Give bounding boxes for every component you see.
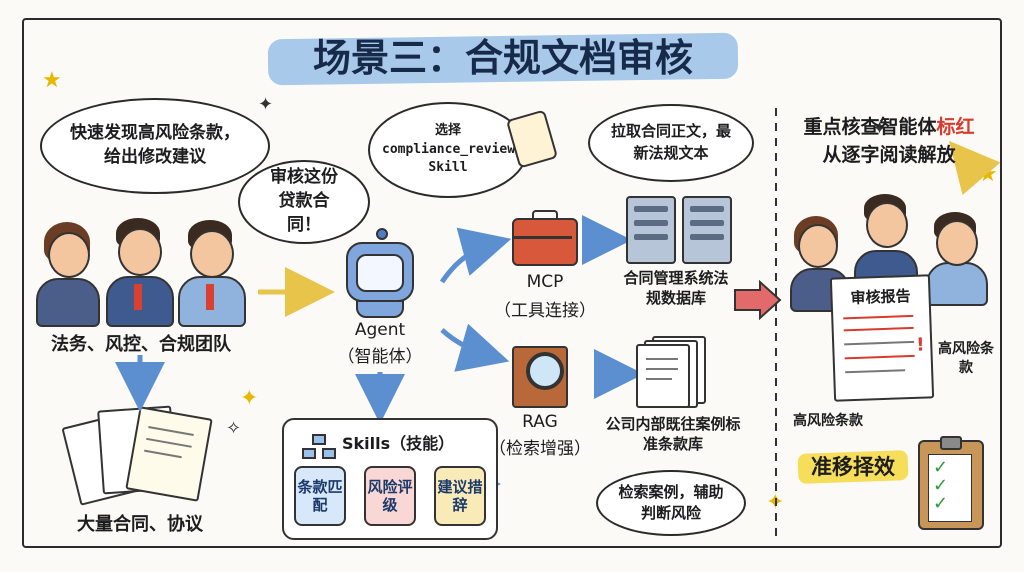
speech-bubble-rag: 检索案例，辅助判断风险 [596, 470, 746, 536]
report-line-flagged [843, 314, 914, 320]
rag-target-label: 公司内部既往案例标准条款库 [605, 415, 741, 454]
speech-cloud-requirements: 快速发现高风险条款，给出修改建议 [40, 98, 270, 194]
text-line [646, 358, 678, 360]
arrow-headline-to-team [948, 140, 1001, 196]
toolbox-handle [532, 210, 558, 220]
clipboard-paper: ✓ ✓ ✓ [928, 454, 972, 522]
skill-risk-rating: 风险评级 [364, 466, 416, 526]
arrow-to-result [734, 279, 782, 321]
person-head [866, 202, 908, 248]
mcp-speech-text: 拉取合同正文，最新法规文本 [610, 122, 731, 162]
server-icon [626, 196, 676, 264]
person-head [936, 220, 978, 266]
toolbox-icon [512, 210, 578, 266]
person-head [48, 232, 90, 278]
toolbox-band [514, 236, 572, 239]
robot-face [356, 254, 404, 292]
skill-suggested-wording: 建议措辞 [434, 466, 486, 526]
org-node [322, 448, 336, 459]
headline-highlight: 标红 [936, 116, 975, 138]
person-tie [206, 284, 214, 310]
sparkle-icon: ✦ [258, 94, 274, 115]
skills-panel: Skills（技能） 条款匹配 风险评级 建议措辞 [282, 418, 498, 540]
diagram-frame [22, 18, 1002, 548]
org-node [302, 448, 316, 459]
check-icon: ✓ [933, 475, 949, 496]
person-body [36, 278, 100, 327]
server-slot [690, 234, 724, 240]
headline-line2: 从逐字阅读解放 [822, 144, 956, 166]
person-head [190, 230, 234, 278]
risk-label-right: 高风险条款 [938, 341, 994, 376]
sparkle-icon: ✧ [226, 418, 242, 439]
robot-body [356, 300, 404, 318]
case-documents-icon [636, 336, 716, 408]
text-line [646, 378, 672, 380]
rag-speech-text: 检索案例，辅助判断风险 [618, 483, 724, 522]
magnifier-icon [526, 352, 564, 390]
server-icon [682, 196, 732, 264]
rag-label: RAG [522, 412, 558, 432]
sparkle-icon: ✦ [872, 118, 888, 139]
mcp-sublabel: （工具连接） [494, 301, 596, 321]
title-block: 场景三：合规文档审核 [267, 30, 739, 86]
report-line [845, 369, 906, 374]
mcp-target-label: 合同管理系统法规数据库 [623, 269, 729, 308]
rag-sublabel: （检索增强） [489, 439, 591, 459]
agent-sublabel: （智能体） [337, 347, 423, 367]
speech-bubble-request: 审核这份贷款合同！ [238, 160, 370, 244]
page-title: 场景三：合规文档审核 [312, 36, 693, 80]
report-title: 审核报告 [850, 286, 911, 308]
risk-label-bottom: 高风险条款 [793, 413, 863, 429]
server-slot [690, 220, 724, 226]
skills-title: Skills（技能） [342, 434, 455, 453]
report-line [844, 340, 915, 346]
report-line-flagged [844, 354, 915, 360]
clipboard-icon: ✓ ✓ ✓ [918, 436, 984, 530]
mcp-label: MCP [526, 272, 564, 292]
robot-antenna [376, 228, 388, 240]
agent-label: Agent [354, 320, 406, 340]
document-sheet [636, 344, 690, 408]
person-head [798, 224, 838, 268]
star-icon: ★ [42, 68, 62, 93]
audit-report: 审核报告 ! [829, 274, 935, 402]
check-icon: ✓ [933, 493, 949, 514]
thought-text: 选择 compliance_review Skill [382, 122, 516, 176]
org-node [312, 434, 326, 445]
org-chart-icon [302, 434, 336, 459]
review-team-illustration [790, 190, 990, 312]
star-icon: ✦ [240, 386, 259, 411]
outcome-label: 准移择效 [811, 455, 895, 479]
team-illustration [36, 218, 246, 327]
speech-bubble-mcp: 拉取合同正文，最新法规文本 [588, 104, 754, 182]
server-slot [690, 206, 724, 212]
arrow-agent-to-mcp [439, 227, 512, 284]
robot-icon [338, 228, 422, 318]
person-body [926, 262, 988, 306]
text-line [646, 368, 678, 370]
requirements-text: 快速发现高风险条款，给出修改建议 [70, 123, 240, 167]
check-icon: ✓ [933, 457, 949, 478]
arrow-agent-to-rag [440, 323, 510, 372]
person-tie [134, 284, 142, 310]
server-slot [634, 220, 668, 226]
report-line-flagged [843, 326, 914, 332]
headline-prefix: 重点核查智能体 [803, 116, 937, 138]
server-slot [634, 234, 668, 240]
server-slot [634, 206, 668, 212]
robot-head [346, 242, 414, 302]
clipboard-clip [940, 436, 962, 450]
headline-line1: 重点核查智能体标红 [784, 112, 994, 139]
team-label: 法务、风控、合规团队 [51, 334, 231, 355]
skill-clause-match: 条款匹配 [294, 466, 346, 526]
documents-label: 大量合同、协议 [77, 514, 203, 535]
warning-mark-icon: ! [915, 334, 925, 356]
thought-cloud-skill: 选择 compliance_review Skill [368, 102, 528, 198]
request-text: 审核这份贷款合同！ [270, 167, 338, 235]
person-head [118, 228, 162, 276]
